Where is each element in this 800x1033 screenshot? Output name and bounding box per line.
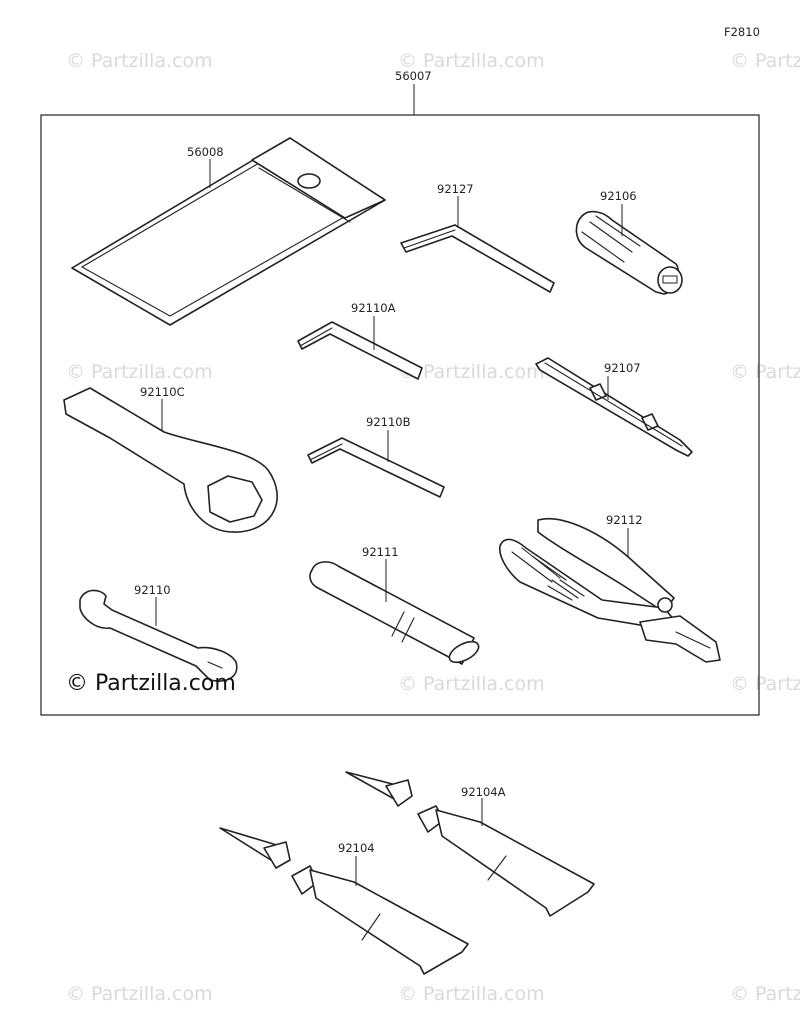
watermark: © Partzilla.com <box>730 361 800 383</box>
part-92110A-hex-wrench[interactable] <box>297 321 423 380</box>
figure-code: F2810 <box>724 25 760 39</box>
watermark: © Partzilla.com <box>730 983 800 1005</box>
part-label-56008[interactable]: 56008 <box>187 145 224 159</box>
watermark: © Partzilla.com <box>398 983 545 1005</box>
watermark: © Partzilla.com <box>66 983 213 1005</box>
part-92111-tube-handle[interactable] <box>309 561 482 667</box>
part-92104-cement-tube[interactable] <box>219 827 469 975</box>
part-56008-tool-bag[interactable] <box>71 137 386 326</box>
part-92112-pliers[interactable] <box>499 518 721 663</box>
tool-kit-box <box>40 114 760 716</box>
watermark-layer: © Partzilla.com © Partzilla.com © Partzi… <box>66 50 800 1005</box>
part-92104A-cement-tube[interactable] <box>345 771 595 917</box>
part-label-92106[interactable]: 92106 <box>600 189 637 203</box>
part-label-92104[interactable]: 92104 <box>338 841 375 855</box>
part-label-92110[interactable]: 92110 <box>134 583 171 597</box>
copyright-notice: © Partzilla.com <box>66 671 236 696</box>
part-label-92110C[interactable]: 92110C <box>140 385 185 399</box>
part-92107-screwdriver[interactable] <box>535 357 693 457</box>
part-label-92127[interactable]: 92127 <box>437 182 474 196</box>
watermark: © Partzilla.com <box>730 50 800 72</box>
part-92106-screwdriver-grip[interactable] <box>575 210 683 295</box>
part-label-92110B[interactable]: 92110B <box>366 415 411 429</box>
part-label-92107[interactable]: 92107 <box>604 361 641 375</box>
watermark: © Partzilla.com <box>398 50 545 72</box>
part-label-92111[interactable]: 92111 <box>362 545 399 559</box>
part-92127-hex-wrench[interactable] <box>400 224 555 293</box>
part-92110-open-wrench[interactable] <box>79 589 238 682</box>
part-label-92110A[interactable]: 92110A <box>351 301 396 315</box>
watermark: © Partzilla.com <box>398 361 545 383</box>
part-92110C-box-wrench[interactable] <box>63 387 278 533</box>
watermark: © Partzilla.com <box>398 673 545 695</box>
part-92110B-hex-wrench[interactable] <box>307 437 445 498</box>
part-label-56007[interactable]: 56007 <box>395 69 432 83</box>
part-label-92112[interactable]: 92112 <box>606 513 643 527</box>
watermark: © Partzilla.com <box>66 50 213 72</box>
part-label-92104A[interactable]: 92104A <box>461 785 506 799</box>
watermark: © Partzilla.com <box>66 361 213 383</box>
watermark: © Partzilla.com <box>730 673 800 695</box>
